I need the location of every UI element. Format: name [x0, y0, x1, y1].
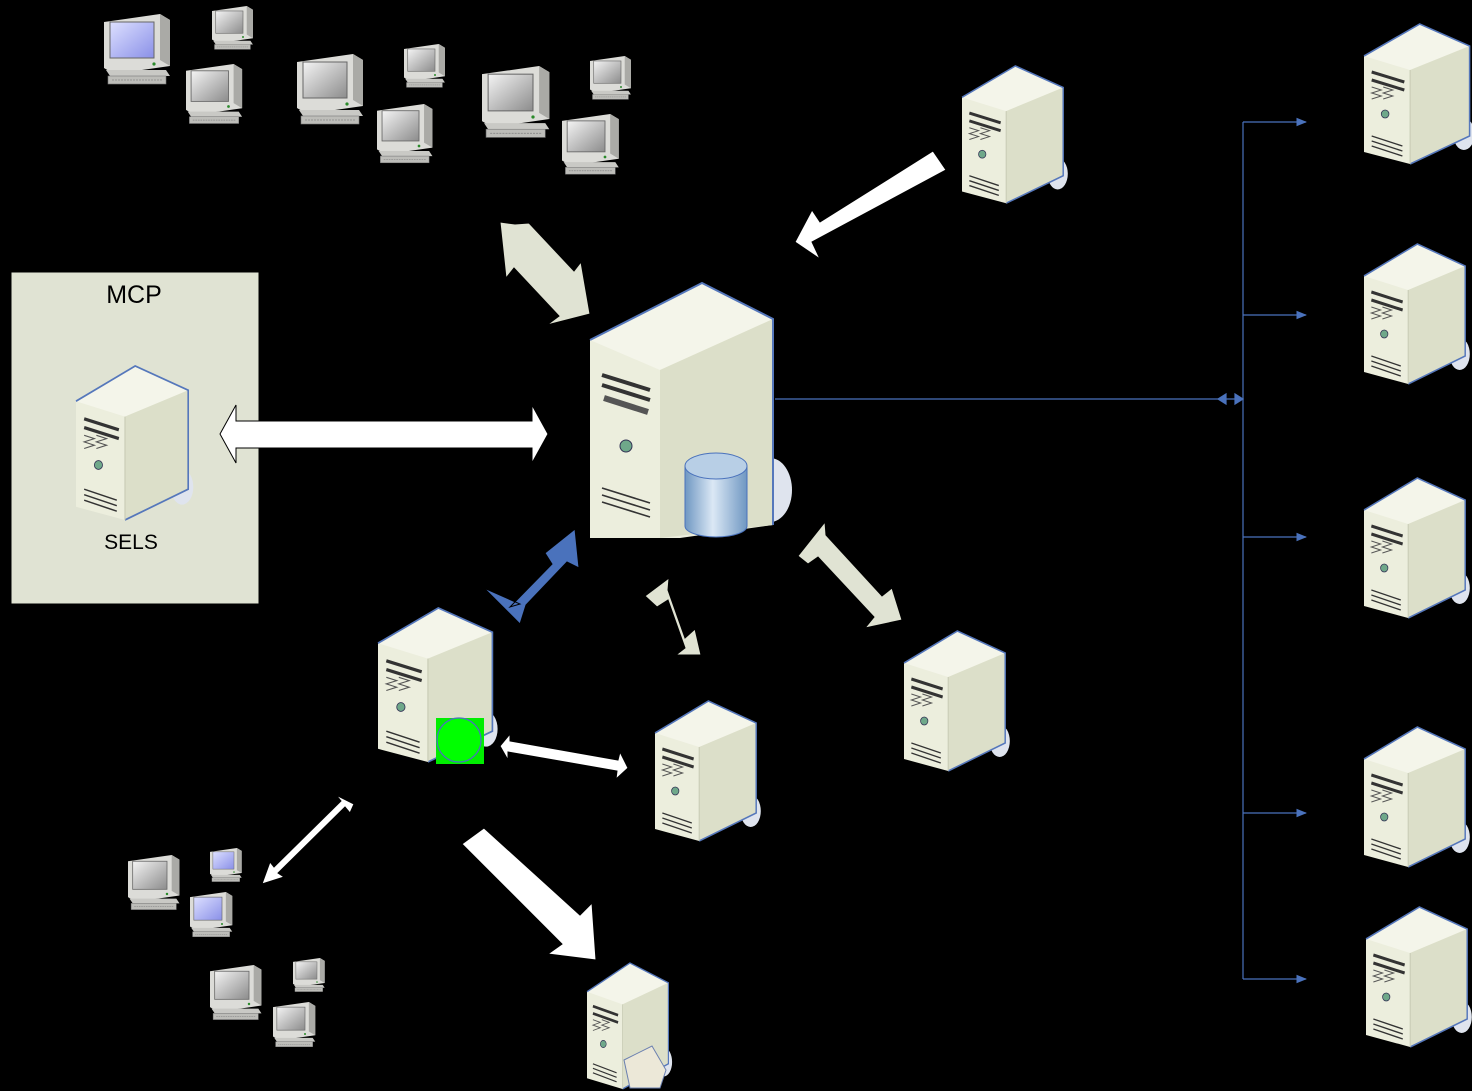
arrow-status-central [483, 528, 580, 625]
computer-icon [481, 65, 550, 138]
sels-label: SELS [104, 531, 158, 554]
database-cylinder-icon [684, 452, 748, 538]
computer-icon [185, 63, 243, 124]
computer-icon [561, 113, 620, 175]
server-right-middle-icon [902, 629, 1012, 773]
computer-icon [209, 847, 242, 882]
arrow-status-document [461, 827, 597, 961]
mcp-box: MCP SELS [10, 271, 260, 605]
server-center-bottom-icon [653, 699, 763, 843]
computer-icon [209, 964, 262, 1020]
arrow-server-to-central [794, 150, 947, 261]
remote-server-icon [1362, 476, 1472, 620]
status-server-icon [376, 606, 500, 764]
computer-icon [189, 891, 233, 938]
server-top-right-icon [960, 64, 1070, 205]
arrow-central-right-server [797, 520, 903, 629]
arrow-status-bottom-server [499, 732, 629, 781]
workstation-cluster-top [103, 5, 632, 175]
document-server-icon [585, 961, 674, 1091]
mcp-title: MCP [106, 281, 162, 309]
arrow-mcp-central [219, 404, 549, 464]
remote-server-icon [1362, 242, 1472, 386]
computer-icon [127, 854, 180, 910]
computer-icon [211, 5, 254, 50]
computer-icon [403, 43, 446, 88]
central-server-icon [589, 281, 792, 538]
computer-icon [292, 957, 325, 992]
remote-server-column [1362, 22, 1472, 1049]
arrow-status-workstations [261, 794, 355, 885]
remote-server-icon [1362, 725, 1472, 869]
arrow-workstations-central [499, 221, 591, 326]
computer-icon [103, 13, 171, 85]
remote-server-icon [1364, 905, 1472, 1049]
remote-server-icon [1362, 22, 1472, 166]
document-icon [623, 1045, 667, 1089]
computer-icon [376, 103, 433, 164]
computer-icon [272, 1001, 316, 1048]
computer-icon [296, 53, 364, 125]
computer-icon [589, 55, 632, 100]
arrow-central-bottom-server [644, 576, 702, 656]
workstation-cluster-bottom [127, 847, 325, 1048]
network-bus [775, 117, 1308, 984]
